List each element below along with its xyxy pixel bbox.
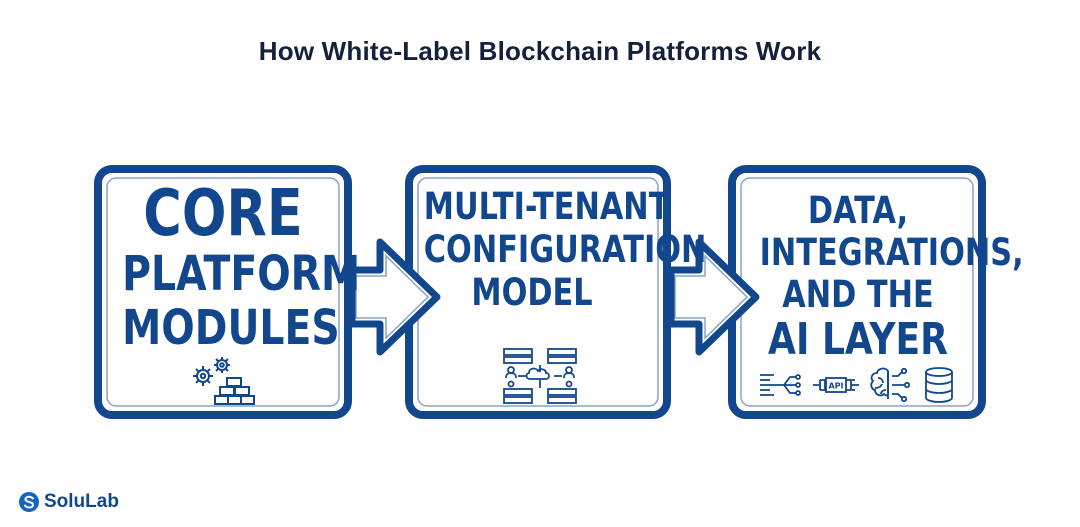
ai-brain-icon <box>870 367 911 403</box>
box-2-label: MULTI-TENANT CONFIGURATION MODEL <box>423 185 707 317</box>
multi-tenant-server-cloud-icon <box>503 348 577 404</box>
database-icon <box>925 367 953 403</box>
box-3-line-1: DATA, <box>807 189 909 232</box>
gears-icon <box>193 357 230 386</box>
arrow-2-to-3 <box>667 238 760 356</box>
arrow-1-to-2 <box>348 238 441 356</box>
page-title: How White-Label Blockchain Platforms Wor… <box>258 36 822 66</box>
brand-name: SoluLab <box>44 491 119 512</box>
box-1-label: CORE PLATFORM MODULES <box>122 177 361 358</box>
box-3-line-2: INTEGRATIONS, <box>759 231 1024 274</box>
box-3-line-3: AND THE <box>782 273 934 316</box>
box-2-line-1: MULTI-TENANT <box>423 185 670 228</box>
box-3-label: DATA, INTEGRATIONS, AND THE AI LAYER <box>759 189 1024 367</box>
box-2-line-3: MODEL <box>471 271 593 314</box>
box-core-platform-modules <box>94 165 352 419</box>
box-1-line-3: MODULES <box>122 300 340 356</box>
box-2-line-2: CONFIGURATION <box>423 228 707 271</box>
box-1-line-2: PLATFORM <box>122 246 361 302</box>
api-plug-icon: API <box>813 377 859 393</box>
solulab-logo-mark <box>19 492 39 512</box>
box-1-line-1: CORE <box>143 177 303 251</box>
api-label: API <box>828 382 843 391</box>
blocks-icon <box>214 377 255 405</box>
data-flow-icon <box>760 374 801 396</box>
box-3-line-4: AI LAYER <box>768 314 948 365</box>
